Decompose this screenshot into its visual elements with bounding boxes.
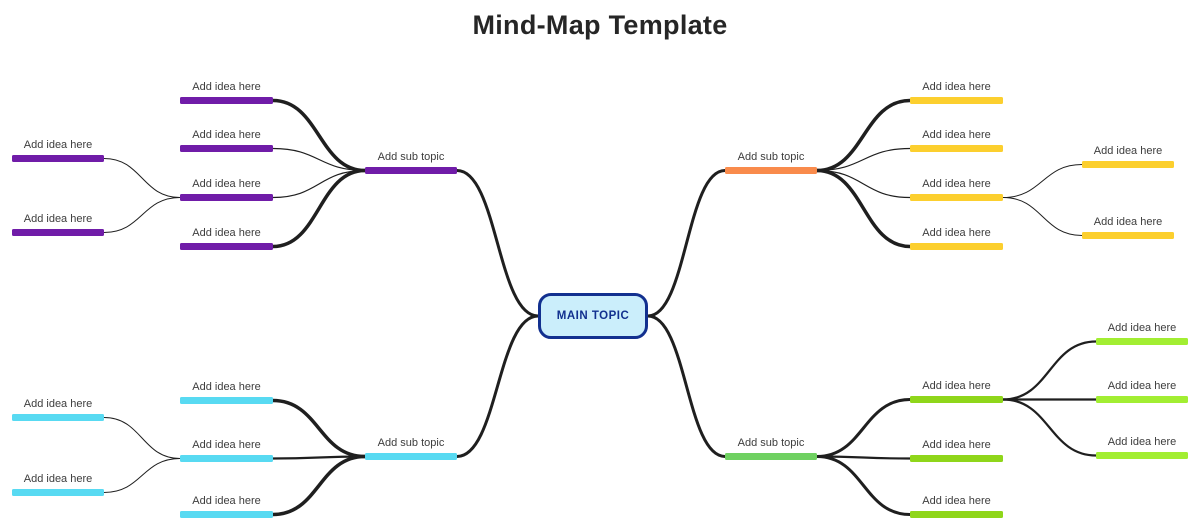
idea-node-tl-i4[interactable] xyxy=(180,243,273,250)
main-topic-node[interactable]: MAIN TOPIC xyxy=(538,293,648,339)
edge-br-i1-br-t1 xyxy=(1001,340,1098,401)
node-label-br-i2: Add idea here xyxy=(922,439,991,451)
idea-node-bl-i2[interactable] xyxy=(180,455,273,462)
subtopic-node-tl-sub[interactable] xyxy=(365,167,457,174)
node-label-bl-i1: Add idea here xyxy=(192,381,261,393)
edge-tr-sub-tr-i2 xyxy=(816,147,911,172)
edge-br-sub-br-i1 xyxy=(815,398,912,458)
node-label-tr-sub: Add sub topic xyxy=(737,151,805,163)
node-label-bl-sub: Add sub topic xyxy=(377,437,445,449)
subtopic-node-br-sub[interactable] xyxy=(725,453,817,460)
idea-node-br-t1[interactable] xyxy=(1096,338,1188,345)
edge-tl-i3-tl-o2 xyxy=(103,197,181,233)
edge-bl-i2-bl-o1 xyxy=(103,417,181,459)
idea-node-br-i2[interactable] xyxy=(910,455,1003,462)
edge-tl-sub-tl-i2 xyxy=(272,147,366,172)
idea-node-bl-o2[interactable] xyxy=(12,489,104,496)
node-label-bl-o2: Add idea here xyxy=(23,473,93,485)
edge-bl-sub-bl-i1 xyxy=(271,398,367,459)
idea-node-tr-t2[interactable] xyxy=(1082,232,1174,239)
node-label-bl-i2: Add idea here xyxy=(192,439,261,451)
idea-node-br-i1[interactable] xyxy=(910,396,1003,403)
idea-node-bl-i1[interactable] xyxy=(180,397,273,404)
idea-node-tr-i3[interactable] xyxy=(910,194,1003,201)
idea-node-tr-i1[interactable] xyxy=(910,97,1003,104)
idea-node-br-t2[interactable] xyxy=(1096,396,1188,403)
idea-node-br-i3[interactable] xyxy=(910,511,1003,518)
node-label-tl-i4: Add idea here xyxy=(192,227,261,239)
edge-br-i1-br-t3 xyxy=(1001,398,1098,457)
node-label-tl-i1: Add idea here xyxy=(192,81,261,93)
edge-tl-i3-tl-o1 xyxy=(103,158,181,198)
idea-node-tl-i1[interactable] xyxy=(180,97,273,104)
edge-bl-sub-bl-i3 xyxy=(271,454,367,517)
node-label-tr-i1: Add idea here xyxy=(922,81,991,93)
subtopic-node-tr-sub[interactable] xyxy=(725,167,817,174)
node-label-tr-t1: Add idea here xyxy=(1093,145,1163,157)
edge-main-tl-sub xyxy=(455,169,540,318)
page-title: Mind-Map Template xyxy=(472,10,728,40)
node-label-tl-sub: Add sub topic xyxy=(377,151,445,163)
idea-node-tl-i3[interactable] xyxy=(180,194,273,201)
node-label-tl-o1: Add idea here xyxy=(23,139,93,151)
idea-node-tl-o2[interactable] xyxy=(12,229,104,236)
node-label-br-sub: Add sub topic xyxy=(737,437,805,449)
edge-tr-sub-tr-i1 xyxy=(815,98,912,173)
node-label-tr-i3: Add idea here xyxy=(922,178,991,190)
edge-tl-sub-tl-i1 xyxy=(271,98,367,173)
node-label-tl-i2: Add idea here xyxy=(192,129,261,141)
edge-main-tr-sub xyxy=(646,169,727,318)
idea-node-tr-i2[interactable] xyxy=(910,145,1003,152)
node-label-br-t2: Add idea here xyxy=(1107,380,1177,392)
edge-tr-i3-tr-t1 xyxy=(1002,164,1083,198)
node-label-br-t3: Add idea here xyxy=(1107,436,1177,448)
edge-tr-i3-tr-t2 xyxy=(1002,197,1083,236)
idea-node-bl-o1[interactable] xyxy=(12,414,104,421)
main-topic-label: MAIN TOPIC xyxy=(556,310,630,322)
node-label-tr-t2: Add idea here xyxy=(1093,216,1163,228)
idea-node-tl-i2[interactable] xyxy=(180,145,273,152)
edge-main-bl-sub xyxy=(455,314,540,458)
edge-bl-i2-bl-o2 xyxy=(103,458,181,493)
node-label-br-t1: Add idea here xyxy=(1107,322,1177,334)
edge-tr-sub-tr-i4 xyxy=(815,168,912,249)
idea-node-tl-o1[interactable] xyxy=(12,155,104,162)
node-label-br-i1: Add idea here xyxy=(922,380,991,392)
idea-node-tr-t1[interactable] xyxy=(1082,161,1174,168)
edge-tl-sub-tl-i4 xyxy=(271,168,367,249)
idea-node-tr-i4[interactable] xyxy=(910,243,1003,250)
node-label-tl-o2: Add idea here xyxy=(23,213,93,225)
node-label-bl-i3: Add idea here xyxy=(192,495,261,507)
node-label-tr-i2: Add idea here xyxy=(922,129,991,141)
edge-br-sub-br-i3 xyxy=(815,455,912,516)
node-label-br-i3: Add idea here xyxy=(922,495,991,507)
edge-br-sub-br-i2 xyxy=(815,455,912,460)
idea-node-bl-i3[interactable] xyxy=(180,511,273,518)
idea-node-br-t3[interactable] xyxy=(1096,452,1188,459)
node-label-bl-o1: Add idea here xyxy=(23,398,93,410)
node-label-tl-i3: Add idea here xyxy=(192,178,261,190)
node-label-tr-i4: Add idea here xyxy=(922,227,991,239)
edge-main-br-sub xyxy=(646,314,727,458)
subtopic-node-bl-sub[interactable] xyxy=(365,453,457,460)
